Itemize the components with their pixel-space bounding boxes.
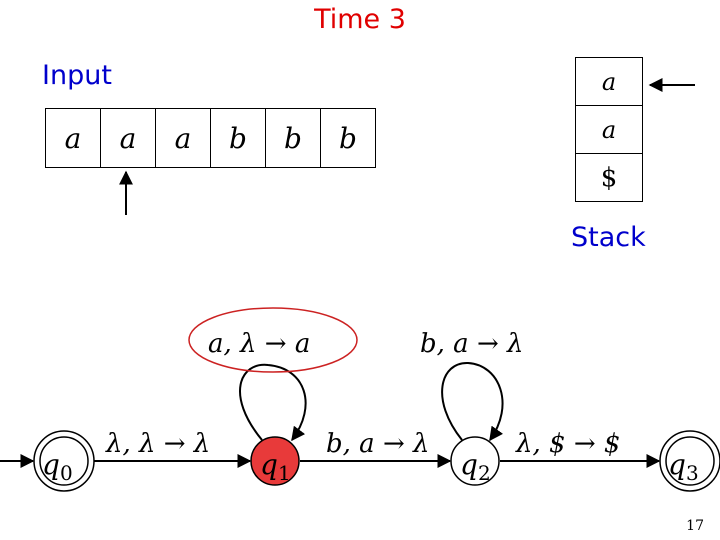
- label-q1-loop: a, λ → a: [208, 329, 310, 359]
- stack-cell: $: [600, 162, 618, 193]
- tape-cell: a: [101, 109, 156, 167]
- state-label-q3: q3: [668, 448, 699, 485]
- stack-cell: a: [576, 106, 642, 154]
- stack-cell: a: [576, 58, 642, 106]
- stack-label: Stack: [571, 222, 646, 253]
- state-label-q1: q1: [260, 448, 291, 485]
- tape-cell: a: [46, 109, 101, 167]
- loop-q1: [239, 363, 307, 442]
- state-label-q2: q2: [460, 448, 491, 485]
- input-label: Input: [42, 60, 112, 91]
- label-q2-loop: b, a → λ: [420, 329, 523, 359]
- label-q2-q3: λ, $ → $: [515, 429, 620, 459]
- tape-cell: a: [156, 109, 211, 167]
- page-number: 17: [686, 518, 704, 534]
- slide-title: Time 3: [314, 4, 406, 35]
- tape-cell: b: [339, 121, 357, 155]
- label-q1-q2: b, a → λ: [326, 429, 429, 459]
- highlight-ellipse: [188, 307, 358, 373]
- stack: a a $: [575, 57, 643, 202]
- state-label-q0: q0: [42, 448, 73, 485]
- tape-cell: b: [266, 109, 321, 167]
- label-q0-q1: λ, λ → λ: [105, 429, 210, 459]
- loop-q2: [441, 361, 504, 442]
- input-tape: a a a b b b: [45, 108, 376, 168]
- tape-cell: b: [211, 109, 266, 167]
